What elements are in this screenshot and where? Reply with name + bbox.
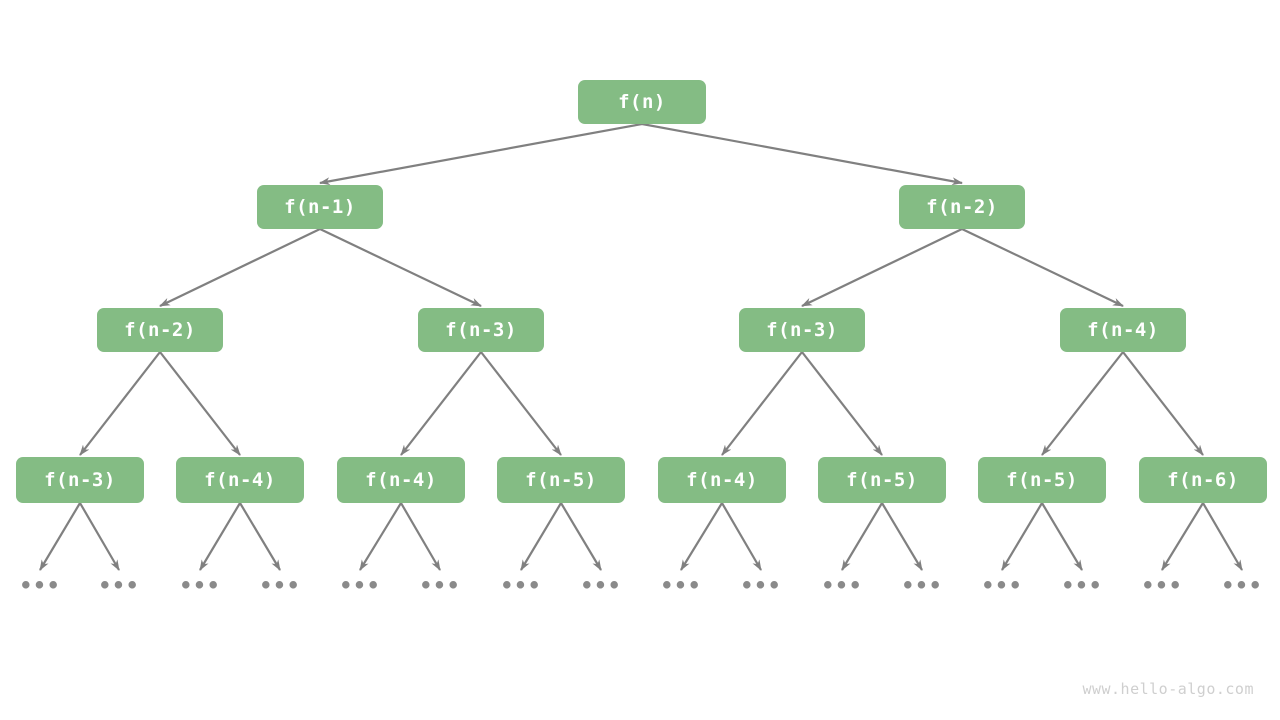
tree-node-n14[interactable]: f(n-6) xyxy=(1139,457,1267,503)
ellipsis-e12: ••• xyxy=(981,573,1023,598)
tree-node-n11[interactable]: f(n-4) xyxy=(658,457,786,503)
tree-node-n9[interactable]: f(n-4) xyxy=(337,457,465,503)
watermark-label: www.hello-algo.com xyxy=(1082,680,1254,698)
edge-n5-to-n11 xyxy=(721,351,803,456)
ellipsis-e6: ••• xyxy=(500,573,542,598)
edge-n5-to-n12 xyxy=(801,351,883,456)
ellipsis-e13: ••• xyxy=(1061,573,1103,598)
tree-node-n4[interactable]: f(n-3) xyxy=(418,308,544,352)
edge-n12-to-e10 xyxy=(841,502,883,571)
edge-n2-to-n6 xyxy=(961,228,1124,307)
ellipsis-e5: ••• xyxy=(419,573,461,598)
edge-n3-to-n8 xyxy=(159,351,241,456)
edge-n11-to-e9 xyxy=(721,502,762,571)
tree-node-n0[interactable]: f(n) xyxy=(578,80,706,124)
edge-n13-to-e13 xyxy=(1041,502,1083,571)
ellipsis-e11: ••• xyxy=(901,573,943,598)
edge-n14-to-e15 xyxy=(1202,502,1243,571)
edge-n10-to-e6 xyxy=(520,502,562,571)
edge-n0-to-n1 xyxy=(319,122,643,186)
tree-node-n6[interactable]: f(n-4) xyxy=(1060,308,1186,352)
ellipsis-e9: ••• xyxy=(740,573,782,598)
ellipsis-e2: ••• xyxy=(179,573,221,598)
tree-node-n8[interactable]: f(n-4) xyxy=(176,457,304,503)
edge-n11-to-e8 xyxy=(680,502,723,571)
edge-n0-to-n2 xyxy=(641,122,963,186)
edge-n4-to-n10 xyxy=(480,351,562,456)
tree-node-n1[interactable]: f(n-1) xyxy=(257,185,383,229)
ellipsis-e0: ••• xyxy=(19,573,61,598)
tree-node-n13[interactable]: f(n-5) xyxy=(978,457,1106,503)
edge-n9-to-e4 xyxy=(359,502,402,571)
edge-n3-to-n7 xyxy=(79,351,161,456)
ellipsis-e1: ••• xyxy=(98,573,140,598)
tree-node-n10[interactable]: f(n-5) xyxy=(497,457,625,503)
ellipsis-e7: ••• xyxy=(580,573,622,598)
edge-n7-to-e0 xyxy=(39,502,81,571)
edge-n6-to-n14 xyxy=(1122,351,1204,456)
edge-n1-to-n3 xyxy=(159,228,321,307)
edge-n4-to-n9 xyxy=(400,351,482,456)
edge-n1-to-n4 xyxy=(319,228,482,307)
tree-node-n5[interactable]: f(n-3) xyxy=(739,308,865,352)
edge-n8-to-e3 xyxy=(239,502,281,571)
ellipsis-e14: ••• xyxy=(1141,573,1183,598)
tree-node-n12[interactable]: f(n-5) xyxy=(818,457,946,503)
ellipsis-e10: ••• xyxy=(821,573,863,598)
edge-n12-to-e11 xyxy=(881,502,923,571)
edge-n13-to-e12 xyxy=(1001,502,1043,571)
ellipsis-e3: ••• xyxy=(259,573,301,598)
tree-node-n3[interactable]: f(n-2) xyxy=(97,308,223,352)
edge-n14-to-e14 xyxy=(1161,502,1204,571)
ellipsis-e15: ••• xyxy=(1221,573,1263,598)
edge-n8-to-e2 xyxy=(199,502,241,571)
tree-node-n2[interactable]: f(n-2) xyxy=(899,185,1025,229)
edge-n6-to-n13 xyxy=(1041,351,1124,456)
edge-n9-to-e5 xyxy=(400,502,441,571)
ellipsis-e4: ••• xyxy=(339,573,381,598)
edge-n7-to-e1 xyxy=(79,502,120,571)
tree-node-n7[interactable]: f(n-3) xyxy=(16,457,144,503)
edge-n2-to-n5 xyxy=(801,228,963,307)
ellipsis-e8: ••• xyxy=(660,573,702,598)
edge-n10-to-e7 xyxy=(560,502,602,571)
